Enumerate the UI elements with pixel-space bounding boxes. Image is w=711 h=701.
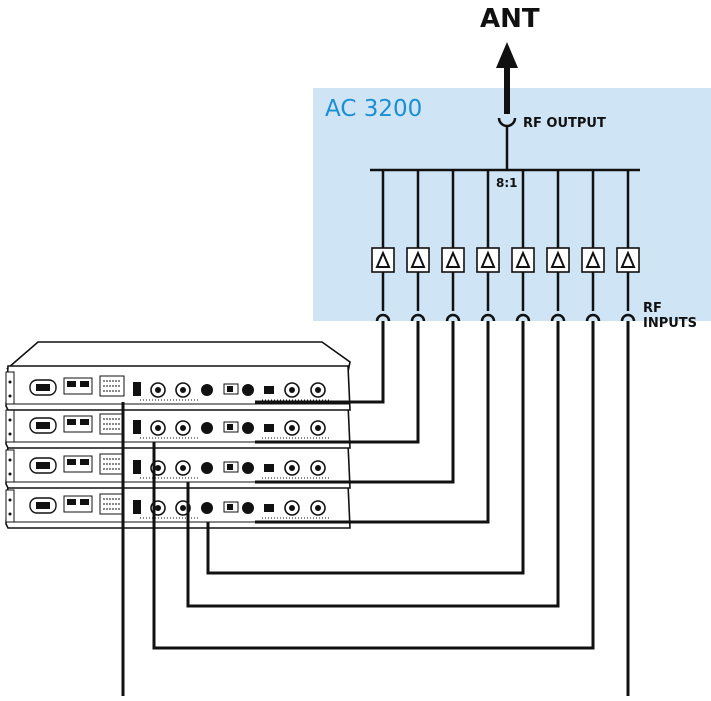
rf-cable [255,321,385,404]
rf-output-socket-icon [497,117,517,128]
bnc-socket-icon [585,313,601,322]
amplifier-triangle-icon [585,250,601,268]
combiner-ratio-label: 8:1 [496,176,518,190]
amplifier-triangle-icon [410,250,426,268]
rf-cable [206,321,525,575]
antenna-label: ANT [480,4,540,34]
bnc-socket-icon [445,313,461,322]
bnc-socket-icon [480,313,496,322]
rf-inputs-label: RF INPUTS [643,301,698,331]
amplifier-triangle-icon [620,250,636,268]
rf-output-label: RF OUTPUT [523,116,606,131]
rf-cable [255,321,455,484]
bnc-socket-icon [550,313,566,322]
combiner-model-label: AC 3200 [325,96,423,122]
combiner-panel [313,88,711,321]
rf-cable [255,321,420,444]
bnc-socket-icon [620,313,636,322]
rf-cable [152,321,595,650]
bnc-socket-icon [375,313,391,322]
amplifier-triangle-icon [445,250,461,268]
amplifier-triangle-icon [375,250,391,268]
rf-cable [255,321,490,524]
bnc-socket-icon [410,313,426,322]
rf-cable [186,321,560,608]
amplifier-triangle-icon [550,250,566,268]
amplifier-triangle-icon [515,250,531,268]
antenna-arrow-icon [496,42,518,68]
amplifier-triangle-icon [480,250,496,268]
bnc-socket-icon [515,313,531,322]
